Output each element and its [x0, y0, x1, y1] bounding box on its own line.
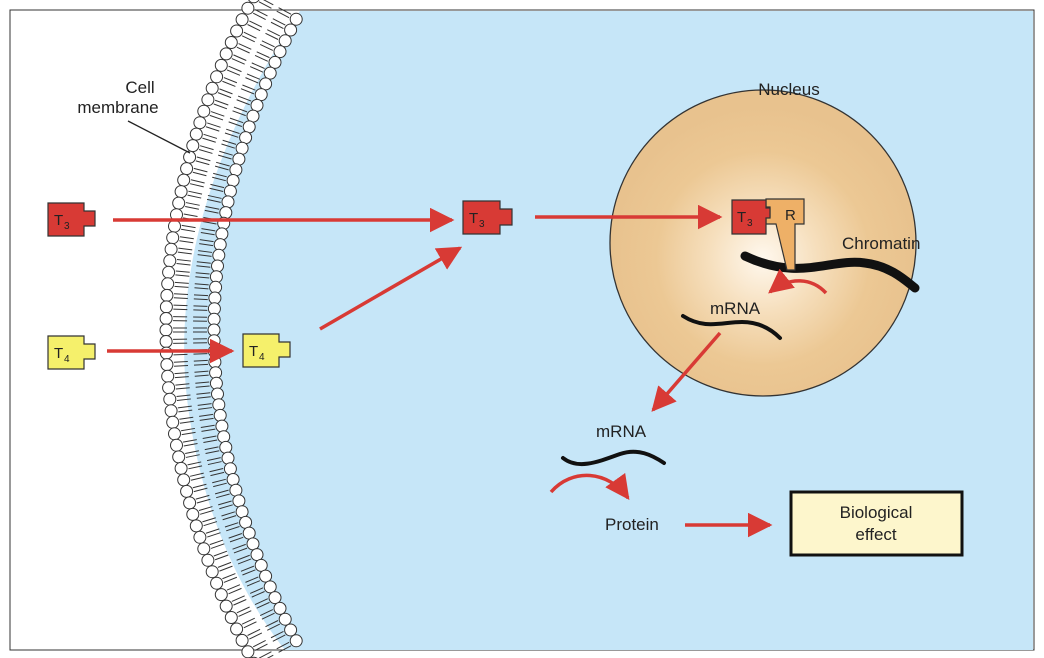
- cell-membrane-leader-line: [127, 120, 191, 154]
- mrna-export-arrow: [651, 331, 722, 412]
- t3-cytoplasm-letter: T: [469, 210, 478, 227]
- mrna-cytoplasm-strand: [561, 449, 666, 467]
- transcription-arrow: [768, 268, 828, 295]
- t3-extracellular-token: T 3: [47, 202, 96, 237]
- mrna-nuclear-strand: [681, 314, 782, 340]
- t3-extracellular-letter: T: [54, 212, 63, 229]
- translation-arrow: [549, 472, 630, 500]
- biological-effect-line1: Biological: [840, 503, 913, 522]
- t4-cytoplasm-letter: T: [249, 343, 258, 360]
- t4-extracellular-sub: 4: [64, 354, 70, 365]
- cell-membrane-label-line2: membrane: [77, 98, 158, 117]
- t4-extracellular-token: T 4: [47, 335, 96, 370]
- mrna-nuclear-label: mRNA: [710, 299, 761, 318]
- t4-to-t3-conversion-arrow: [319, 246, 463, 331]
- cell-membrane-bilayer: [159, 0, 303, 658]
- t4-extracellular-letter: T: [54, 345, 63, 362]
- t4-cytoplasm-token: T 4: [242, 333, 291, 368]
- biological-effect-line2: effect: [855, 525, 897, 544]
- chromatin-strand: [740, 251, 920, 293]
- t3-cytoplasm-sub: 3: [479, 219, 485, 230]
- cell-membrane-label-line1: Cell: [125, 78, 154, 97]
- t3-bound-letter: T: [737, 209, 746, 226]
- t3-bound-token: T 3: [731, 199, 771, 235]
- t3-bound-sub: 3: [747, 218, 753, 229]
- protein-label: Protein: [605, 515, 659, 534]
- receptor: [765, 198, 805, 271]
- biological-effect-box: [789, 490, 964, 557]
- receptor-label: R: [785, 207, 796, 224]
- t4-cytoplasm-sub: 4: [259, 352, 265, 363]
- chromatin-label: Chromatin: [842, 234, 920, 253]
- nucleus-label: Nucleus: [758, 80, 819, 99]
- t3-cytoplasm-token: T 3: [462, 200, 513, 235]
- t3-extracellular-sub: 3: [64, 221, 70, 232]
- mrna-cytoplasm-label: mRNA: [596, 422, 647, 441]
